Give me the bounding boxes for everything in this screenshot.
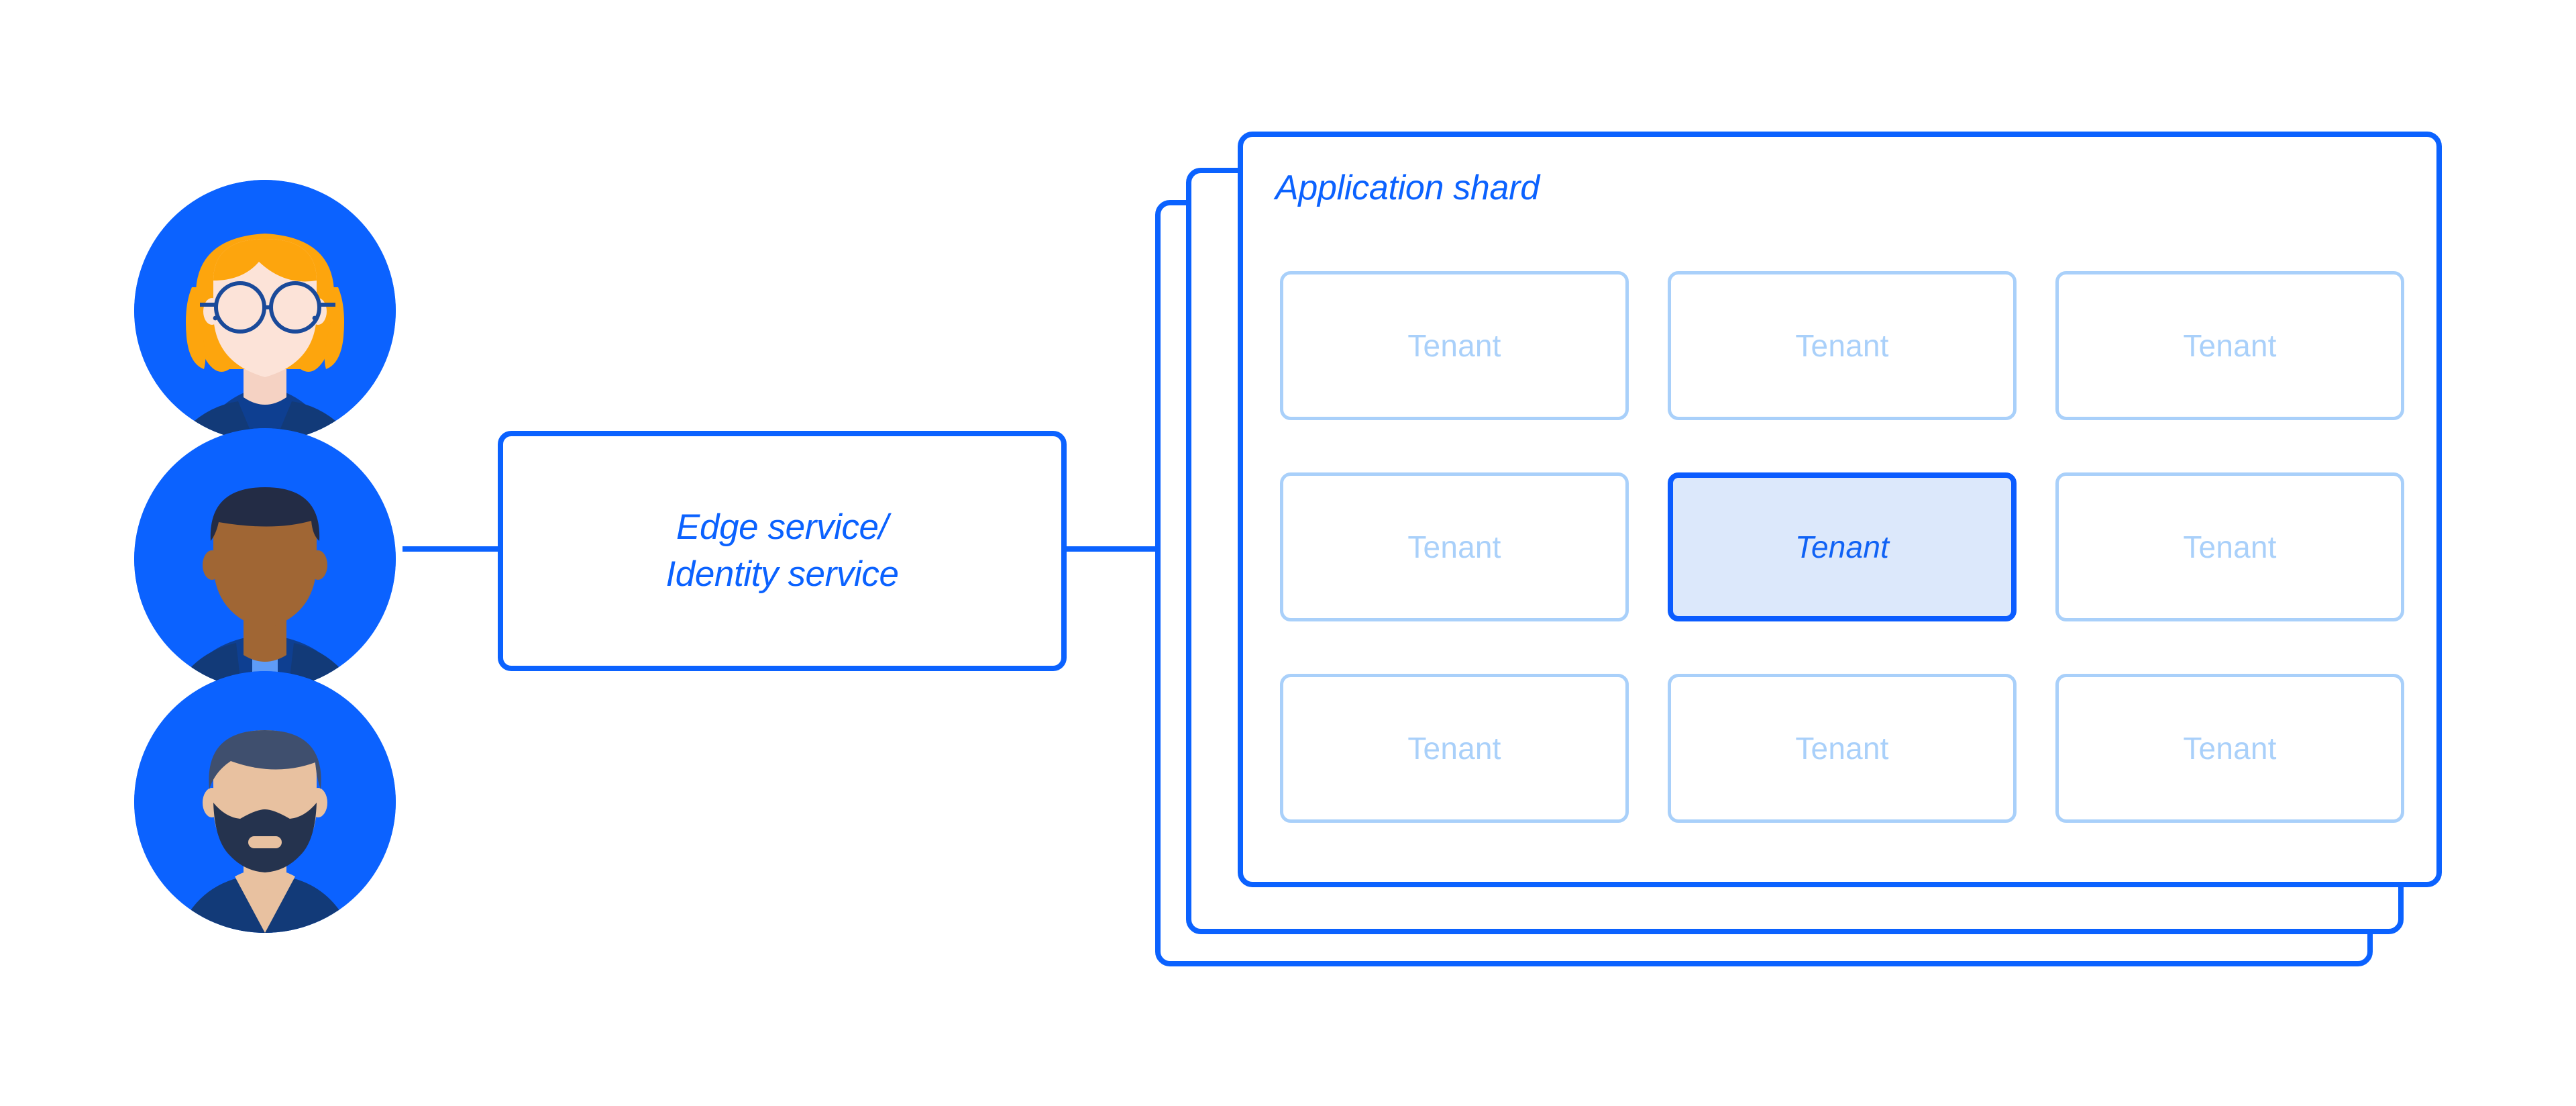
avatar-illustration-1 [134, 180, 396, 442]
tenant-card-3[interactable]: Tenant [2055, 271, 2404, 420]
short-dark-hair-man-avatar [134, 428, 396, 690]
avatar-illustration-2 [134, 428, 396, 690]
tenant-card-7[interactable]: Tenant [1280, 674, 1629, 823]
tenant-card-4[interactable]: Tenant [1280, 472, 1629, 621]
tenant-card-8[interactable]: Tenant [1668, 674, 2017, 823]
tenant-card-2[interactable]: Tenant [1668, 271, 2017, 420]
tenant-card-5-active[interactable]: Tenant [1668, 472, 2017, 621]
avatars-to-edge-service-connector [402, 546, 503, 552]
edge-service-identity-service-box[interactable]: Edge service/ Identity service [498, 431, 1067, 671]
tenant-label: Tenant [1795, 731, 1889, 766]
tenant-card-9[interactable]: Tenant [2055, 674, 2404, 823]
tenant-grid: Tenant Tenant Tenant Tenant Tenant Tenan… [1280, 271, 2404, 823]
bearded-man-avatar [134, 671, 396, 933]
avatar-illustration-3 [134, 671, 396, 933]
tenant-label: Tenant [2183, 731, 2277, 766]
tenant-label: Tenant [2183, 328, 2277, 363]
edge-service-label: Edge service/ Identity service [665, 507, 899, 594]
tenant-card-6[interactable]: Tenant [2055, 472, 2404, 621]
tenant-label: Tenant [1407, 530, 1501, 564]
edge-service-to-shard-connector [1061, 546, 1161, 552]
tenant-label: Tenant [1795, 328, 1889, 363]
tenant-label: Tenant [1407, 328, 1501, 363]
blonde-woman-with-glasses-avatar [134, 180, 396, 442]
application-shard-title: Application shard [1275, 168, 1540, 207]
tenant-card-1[interactable]: Tenant [1280, 271, 1629, 420]
tenant-label-active: Tenant [1794, 530, 1890, 564]
tenant-label: Tenant [1407, 731, 1501, 766]
tenant-label: Tenant [2183, 530, 2277, 564]
application-shard-card-front[interactable]: Application shard Tenant Tenant Tenant T… [1238, 132, 2442, 887]
